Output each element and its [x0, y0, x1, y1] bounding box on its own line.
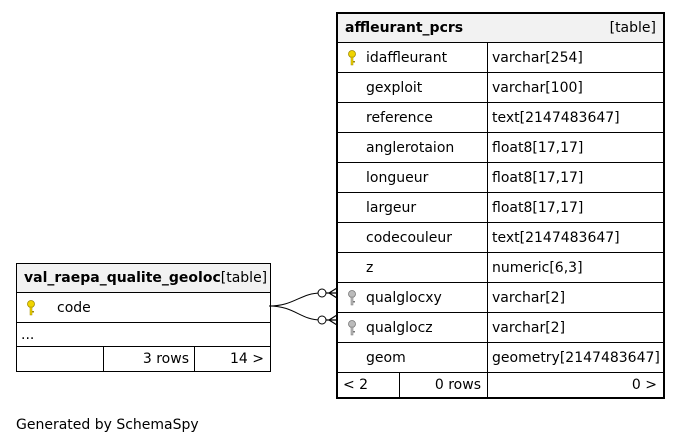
column-row: idaffleurant varchar[254] [338, 43, 663, 73]
table-name[interactable]: affleurant_pcrs [345, 20, 464, 36]
table-affleurant-pcrs[interactable]: affleurant_pcrs [table] idaffleurant varc… [336, 12, 665, 399]
column-row: qualglocxy varchar[2] [338, 283, 663, 313]
column-name-cell: anglerotaion [338, 133, 488, 162]
children-count[interactable]: 0 > [631, 377, 657, 393]
relationship-qualglocxy[interactable] [268, 287, 338, 307]
generated-by-label: Generated by SchemaSpy [16, 417, 199, 433]
column-name: longueur [366, 169, 429, 186]
table-name[interactable]: val_raepa_qualite_geoloc [24, 270, 221, 286]
column-type: numeric[6,3] [492, 259, 583, 276]
column-name: idaffleurant [366, 49, 448, 66]
table-header[interactable]: affleurant_pcrs [table] [338, 14, 663, 43]
column-name-cell: codecouleur [338, 223, 488, 252]
foreign-key-icon [348, 290, 356, 310]
column-name-cell: gexploit [338, 73, 488, 102]
column-name: code [57, 299, 91, 316]
column-name-cell: qualglocz [338, 313, 488, 342]
column-name: codecouleur [366, 229, 453, 246]
column-name: qualglocz [366, 319, 433, 336]
table-footer: < 2 0 rows 0 > [338, 373, 663, 397]
column-type: varchar[100] [492, 79, 583, 96]
column-name: gexploit [366, 79, 423, 96]
column-name: geom [366, 349, 406, 366]
relationship-qualglocz[interactable] [268, 305, 338, 326]
column-type: varchar[254] [492, 49, 583, 66]
column-type: float8[17,17] [492, 169, 584, 186]
column-row: codecouleur text[2147483647] [338, 223, 663, 253]
column-name: reference [366, 109, 433, 126]
column-row: gexploit varchar[100] [338, 73, 663, 103]
column-name-cell: reference [338, 103, 488, 132]
column-row: z numeric[6,3] [338, 253, 663, 283]
column-row: qualglocz varchar[2] [338, 313, 663, 343]
column-type: varchar[2] [492, 289, 566, 306]
column-type: text[2147483647] [492, 109, 620, 126]
column-name-cell: qualglocxy [338, 283, 488, 312]
column-name-cell: longueur [338, 163, 488, 192]
parents-count [17, 347, 104, 371]
table-footer: 3 rows 14 > [17, 347, 270, 371]
table-kind: [table] [609, 20, 656, 36]
column-name-cell: largeur [338, 193, 488, 222]
primary-key-icon [348, 50, 356, 70]
column-row: anglerotaion float8[17,17] [338, 133, 663, 163]
column-name-cell: geom [338, 343, 488, 372]
column-row: geom geometry[2147483647] [338, 343, 663, 373]
column-name: z [366, 259, 374, 276]
parents-count[interactable]: < 2 [338, 373, 400, 397]
column-row: code [17, 293, 270, 323]
table-header[interactable]: val_raepa_qualite_geoloc [table] [17, 264, 270, 293]
column-row: longueur float8[17,17] [338, 163, 663, 193]
table-kind: [table] [220, 270, 268, 286]
column-type: float8[17,17] [492, 199, 584, 216]
foreign-key-icon [348, 320, 356, 340]
primary-key-icon [27, 300, 35, 320]
row-count: 3 rows [104, 347, 195, 371]
column-type: varchar[2] [492, 319, 566, 336]
table-val-raepa-qualite-geoloc[interactable]: val_raepa_qualite_geoloc [table] code ..… [16, 263, 271, 372]
column-name-cell: idaffleurant [338, 43, 488, 72]
column-type: text[2147483647] [492, 229, 620, 246]
column-row: reference text[2147483647] [338, 103, 663, 133]
more-columns: ... [17, 323, 270, 347]
children-count[interactable]: 14 > [230, 351, 264, 367]
column-name: largeur [366, 199, 417, 216]
column-type: geometry[2147483647] [492, 349, 660, 366]
column-name: qualglocxy [366, 289, 442, 306]
column-name: anglerotaion [366, 139, 455, 156]
row-count: 0 rows [400, 373, 488, 397]
column-row: largeur float8[17,17] [338, 193, 663, 223]
column-type: float8[17,17] [492, 139, 584, 156]
column-name-cell: z [338, 253, 488, 282]
